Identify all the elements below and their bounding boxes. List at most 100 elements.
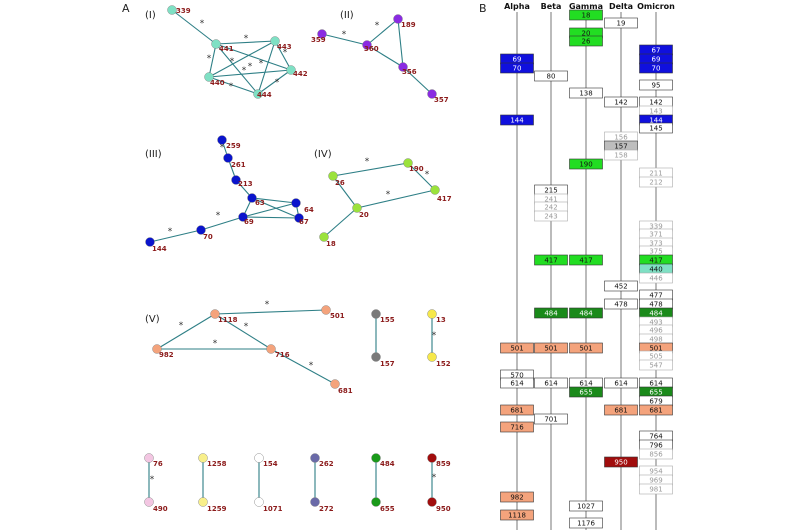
cell-value: 144 bbox=[649, 117, 663, 125]
node-label-716: 716 bbox=[275, 351, 290, 359]
cell-gamma-655: 655 bbox=[569, 386, 603, 398]
cell-box bbox=[569, 9, 603, 21]
network-edge bbox=[149, 229, 202, 243]
node-label-189: 189 bbox=[401, 21, 416, 29]
node-label-157: 157 bbox=[380, 360, 395, 368]
cell-alpha-982: 982 bbox=[500, 491, 534, 503]
cell-delta-157: 157 bbox=[604, 140, 638, 152]
cell-value: 478 bbox=[614, 301, 627, 309]
cell-omicron-969: 969 bbox=[639, 474, 673, 486]
cell-gamma-18: 18 bbox=[569, 9, 603, 21]
cell-value: 484 bbox=[649, 310, 663, 318]
cell-value: 547 bbox=[649, 362, 662, 370]
cell-gamma-614: 614 bbox=[569, 377, 603, 389]
edge-star-mark: * bbox=[213, 339, 218, 349]
cell-omicron-614: 614 bbox=[639, 377, 673, 389]
node-label-13: 13 bbox=[436, 316, 446, 324]
cell-omicron-856: 856 bbox=[639, 448, 673, 460]
cell-box bbox=[604, 377, 638, 389]
network-edge bbox=[270, 348, 336, 385]
cell-omicron-371: 371 bbox=[639, 228, 673, 240]
network-edge bbox=[208, 40, 276, 78]
cell-box bbox=[569, 35, 603, 47]
cell-box bbox=[534, 413, 568, 425]
cell-beta-501: 501 bbox=[534, 342, 568, 354]
cell-value: 70 bbox=[513, 65, 522, 73]
edge-star-mark: * bbox=[275, 78, 280, 88]
edge-star-mark: * bbox=[259, 59, 264, 69]
cell-value: 570 bbox=[510, 372, 523, 380]
network-label: (II) bbox=[340, 10, 354, 21]
cell-value: 655 bbox=[579, 389, 592, 397]
edge-star-mark: * bbox=[244, 322, 249, 332]
edge-star-mark: * bbox=[179, 321, 184, 331]
cell-alpha-144: 144 bbox=[500, 114, 534, 126]
cell-omicron-655: 655 bbox=[639, 386, 673, 398]
cell-omicron-375: 375 bbox=[639, 245, 673, 257]
node-13 bbox=[427, 309, 437, 319]
node-359 bbox=[317, 29, 327, 39]
node-label-152: 152 bbox=[436, 360, 451, 368]
cell-beta-80: 80 bbox=[534, 70, 568, 82]
network-edge bbox=[242, 202, 297, 218]
node-64 bbox=[291, 198, 301, 208]
cell-box bbox=[500, 509, 534, 521]
node-label-1258: 1258 bbox=[207, 460, 227, 468]
node-63 bbox=[247, 193, 257, 203]
node-272 bbox=[310, 497, 320, 507]
cell-value: 371 bbox=[649, 231, 662, 239]
node-262 bbox=[310, 453, 320, 463]
node-label-213: 213 bbox=[238, 180, 253, 188]
node-70 bbox=[196, 225, 206, 235]
network-edge bbox=[214, 313, 272, 350]
node-20 bbox=[352, 203, 362, 213]
edge-star-mark: * bbox=[242, 66, 247, 76]
cell-delta-158: 158 bbox=[604, 149, 638, 161]
node-442 bbox=[286, 65, 296, 75]
cell-value: 212 bbox=[649, 179, 662, 187]
cell-value: 373 bbox=[649, 240, 662, 248]
node-label-69: 69 bbox=[244, 218, 254, 226]
node-label-443: 443 bbox=[277, 43, 292, 51]
cell-value: 655 bbox=[649, 389, 662, 397]
cell-box bbox=[500, 342, 534, 354]
cell-value: 679 bbox=[649, 398, 662, 406]
cell-delta-478: 478 bbox=[604, 298, 638, 310]
cell-omicron-417: 417 bbox=[639, 254, 673, 266]
network-edge bbox=[208, 69, 292, 78]
cell-value: 701 bbox=[544, 416, 557, 424]
node-950 bbox=[427, 497, 437, 507]
edge-star-mark: * bbox=[244, 34, 249, 44]
network-edge bbox=[321, 33, 368, 46]
cell-omicron-143: 143 bbox=[639, 105, 673, 117]
node-label-272: 272 bbox=[319, 505, 334, 513]
cell-omicron-69: 69 bbox=[639, 53, 673, 65]
cell-box bbox=[639, 483, 673, 495]
cell-value: 144 bbox=[510, 117, 524, 125]
cell-value: 1027 bbox=[577, 503, 595, 511]
cell-value: 982 bbox=[510, 494, 523, 502]
node-label-26: 26 bbox=[335, 179, 345, 187]
node-label-490: 490 bbox=[153, 505, 168, 513]
cell-omicron-145: 145 bbox=[639, 122, 673, 134]
cell-box bbox=[534, 342, 568, 354]
cell-delta-142: 142 bbox=[604, 96, 638, 108]
node-982 bbox=[152, 344, 162, 354]
network-label: (I) bbox=[145, 10, 156, 21]
edge-star-mark: * bbox=[309, 361, 314, 371]
cell-box bbox=[639, 404, 673, 416]
node-67 bbox=[294, 213, 304, 223]
cell-omicron-981: 981 bbox=[639, 483, 673, 495]
node-360 bbox=[362, 40, 372, 50]
edge-star-mark: * bbox=[248, 62, 253, 72]
cell-value: 142 bbox=[614, 99, 627, 107]
cell-value: 498 bbox=[649, 336, 662, 344]
cell-gamma-484: 484 bbox=[569, 307, 603, 319]
node-label-144: 144 bbox=[152, 245, 167, 253]
node-label-440: 440 bbox=[210, 79, 225, 87]
node-190 bbox=[403, 158, 413, 168]
